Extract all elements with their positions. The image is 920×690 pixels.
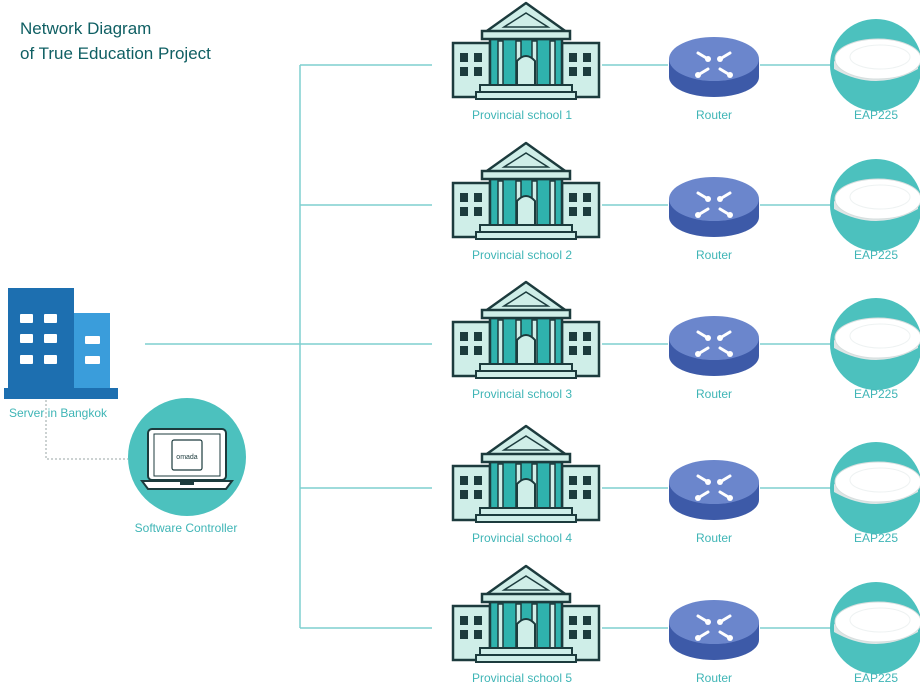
access-point-icon — [830, 582, 920, 674]
eap225-access-point: EAP225 — [830, 442, 920, 545]
provincial-school: Provincial school 4 — [451, 424, 601, 545]
ap-label: EAP225 — [854, 108, 898, 122]
router: Router — [669, 460, 759, 545]
router-label: Router — [696, 108, 732, 122]
eap225-access-point: EAP225 — [830, 19, 920, 122]
diagram-title: Network Diagram of True Education Projec… — [20, 16, 211, 66]
access-point-icon — [830, 159, 920, 251]
connection-lines — [45, 64, 832, 629]
router-icon — [669, 177, 759, 237]
school-row: Provincial school 2 Router EAP225 — [451, 141, 920, 262]
school-building-icon — [451, 424, 601, 523]
router: Router — [669, 316, 759, 401]
ap-label: EAP225 — [854, 531, 898, 545]
school-label: Provincial school 3 — [472, 387, 572, 401]
eap225-access-point: EAP225 — [830, 159, 920, 262]
school-row: Provincial school 5 Router EAP225 — [451, 564, 920, 685]
access-point-icon — [830, 298, 920, 390]
controller-label: Software Controller — [135, 521, 238, 535]
school-row: Provincial school 4 Router EAP225 — [451, 424, 920, 545]
school-label: Provincial school 4 — [472, 531, 572, 545]
server-bangkok: Server in Bangkok — [4, 288, 118, 420]
access-point-icon — [830, 442, 920, 534]
title-line-2: of True Education Project — [20, 44, 211, 63]
router: Router — [669, 177, 759, 262]
software-controller: omada Software Controller — [128, 398, 246, 535]
provincial-school: Provincial school 1 — [451, 1, 601, 122]
school-row: Provincial school 3 Router EAP225 — [451, 280, 920, 401]
ap-label: EAP225 — [854, 387, 898, 401]
school-label: Provincial school 5 — [472, 671, 572, 685]
provincial-school: Provincial school 3 — [451, 280, 601, 401]
school-building-icon — [451, 280, 601, 379]
router-icon — [669, 460, 759, 520]
access-point-icon — [830, 19, 920, 111]
school-building-icon — [451, 1, 601, 100]
server-label: Server in Bangkok — [9, 406, 108, 420]
controller-link-line — [45, 400, 128, 460]
router: Router — [669, 37, 759, 122]
router: Router — [669, 600, 759, 685]
eap225-access-point: EAP225 — [830, 582, 920, 685]
omada-logo-text: omada — [176, 454, 198, 461]
school-building-icon — [451, 141, 601, 240]
office-building-icon — [4, 288, 118, 399]
school-building-icon — [451, 564, 601, 663]
router-label: Router — [696, 387, 732, 401]
school-label: Provincial school 2 — [472, 248, 572, 262]
provincial-school: Provincial school 2 — [451, 141, 601, 262]
router-icon — [669, 316, 759, 376]
title-line-1: Network Diagram — [20, 19, 152, 38]
provincial-school: Provincial school 5 — [451, 564, 601, 685]
router-label: Router — [696, 248, 732, 262]
school-label: Provincial school 1 — [472, 108, 572, 122]
ap-label: EAP225 — [854, 671, 898, 685]
router-label: Router — [696, 671, 732, 685]
eap225-access-point: EAP225 — [830, 298, 920, 401]
router-icon — [669, 37, 759, 97]
laptop-icon: omada — [140, 428, 234, 490]
router-icon — [669, 600, 759, 660]
ap-label: EAP225 — [854, 248, 898, 262]
school-row: Provincial school 1 Router EAP225 — [451, 1, 920, 122]
router-label: Router — [696, 531, 732, 545]
